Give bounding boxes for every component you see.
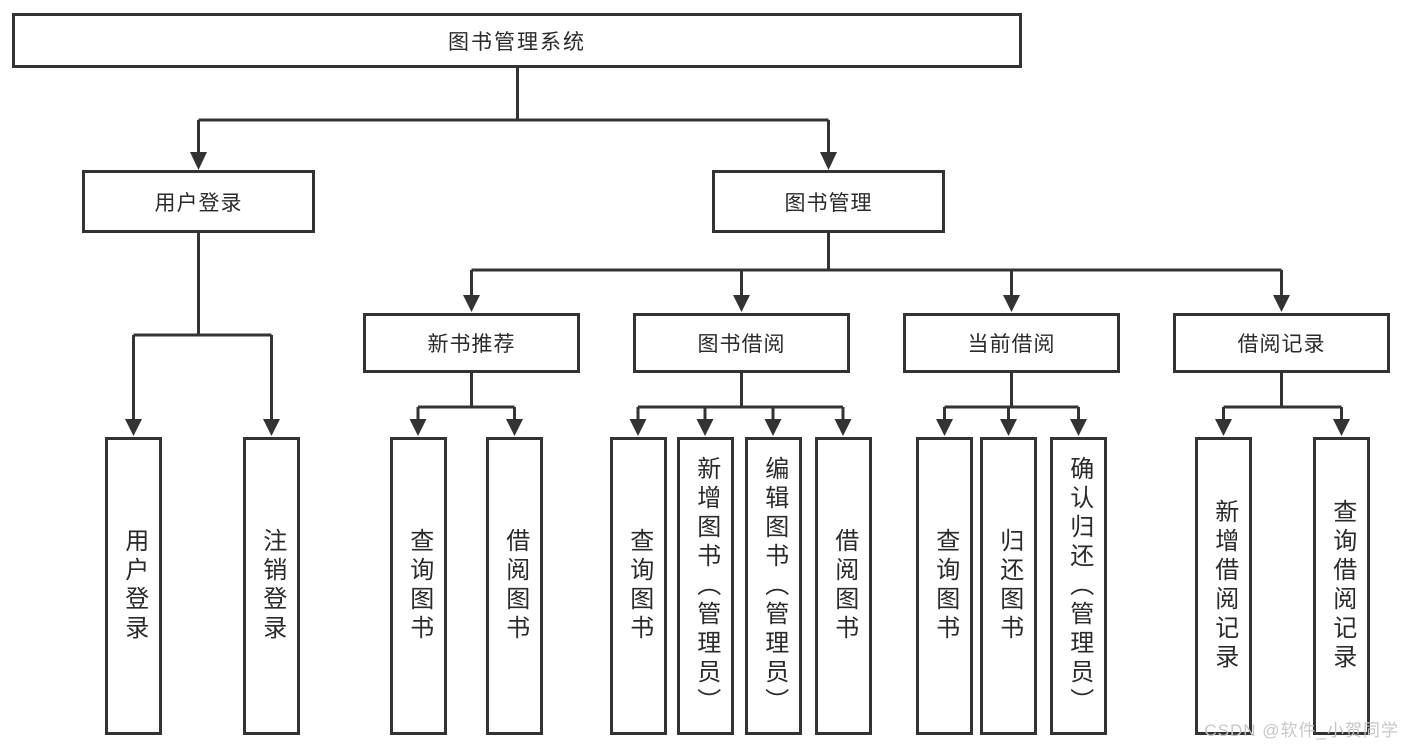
leaf-label: 借阅图书	[830, 528, 858, 644]
leaf-borrow-books-recommend: 借阅图书	[486, 437, 543, 735]
arrowhead-icon	[936, 419, 953, 436]
arrowhead-icon	[1273, 295, 1290, 312]
arrowhead-icon	[190, 152, 207, 170]
arrowhead-icon	[764, 419, 782, 436]
leaf-query-books-borrow: 查询图书	[610, 437, 667, 735]
arrowhead-icon	[696, 419, 714, 436]
leaf-label: 注销登录	[258, 528, 286, 644]
arrowhead-icon	[1070, 419, 1087, 436]
arrowhead-icon	[263, 419, 280, 436]
connector-current-borrow-to-leaves	[936, 373, 1087, 436]
arrowhead-icon	[1215, 419, 1232, 436]
leaf-edit-books-admin: 编辑图书（管理员）	[745, 437, 802, 735]
connector-new-book-to-leaves	[409, 373, 523, 436]
node-user-login: 用户登录	[82, 170, 315, 233]
arrowhead-icon	[834, 419, 852, 436]
arrowhead-icon	[409, 419, 427, 436]
leaf-borrow-books: 借阅图书	[815, 437, 872, 735]
arrowhead-icon	[733, 295, 750, 312]
node-new-book-recommend: 新书推荐	[363, 313, 580, 373]
connector-borrow-record-to-leaves	[1215, 373, 1350, 436]
leaf-label: 用户登录	[120, 528, 148, 644]
leaf-label: 查询图书	[625, 528, 653, 644]
leaf-label: 新增借阅记录	[1210, 499, 1238, 673]
node-book-borrowing: 图书借阅	[633, 313, 850, 373]
arrowhead-icon	[506, 419, 523, 436]
leaf-query-books-current: 查询图书	[916, 437, 973, 735]
leaf-label: 查询借阅记录	[1328, 499, 1356, 673]
leaf-label: 查询图书	[931, 528, 959, 644]
connector-book-borrow-to-leaves	[629, 373, 852, 436]
leaf-label: 归还图书	[995, 528, 1023, 644]
node-current-borrowing: 当前借阅	[903, 313, 1120, 373]
leaf-label: 编辑图书（管理员）	[760, 455, 788, 717]
leaf-query-borrow-record: 查询借阅记录	[1313, 437, 1370, 735]
arrowhead-icon	[125, 419, 142, 436]
leaf-label: 确认归还（管理员）	[1065, 455, 1093, 717]
connector-book-mgmt-to-level3	[463, 233, 1290, 312]
arrowhead-icon	[629, 419, 647, 436]
connector-user-login-to-leaves	[125, 233, 280, 436]
leaf-label: 新增图书（管理员）	[692, 455, 720, 717]
leaf-logout: 注销登录	[243, 437, 300, 735]
arrowhead-icon	[1003, 295, 1020, 312]
connector-root-to-level2	[190, 68, 837, 170]
leaf-query-books-recommend: 查询图书	[390, 437, 447, 735]
leaf-add-borrow-record: 新增借阅记录	[1195, 437, 1252, 735]
leaf-confirm-return-admin: 确认归还（管理员）	[1050, 437, 1107, 735]
node-borrowing-records: 借阅记录	[1173, 313, 1390, 373]
node-book-management: 图书管理	[712, 170, 945, 233]
node-root-system: 图书管理系统	[12, 13, 1022, 68]
arrowhead-icon	[820, 152, 837, 170]
arrowhead-icon	[1333, 419, 1350, 436]
arrowhead-icon	[463, 295, 480, 312]
watermark: CSDN @软件_小贺同学	[1204, 721, 1399, 740]
leaf-user-login: 用户登录	[105, 437, 162, 735]
leaf-label: 查询图书	[405, 528, 433, 644]
leaf-add-books-admin: 新增图书（管理员）	[677, 437, 734, 735]
leaf-label: 借阅图书	[501, 528, 529, 644]
arrowhead-icon	[1000, 419, 1017, 436]
leaf-return-books: 归还图书	[980, 437, 1037, 735]
